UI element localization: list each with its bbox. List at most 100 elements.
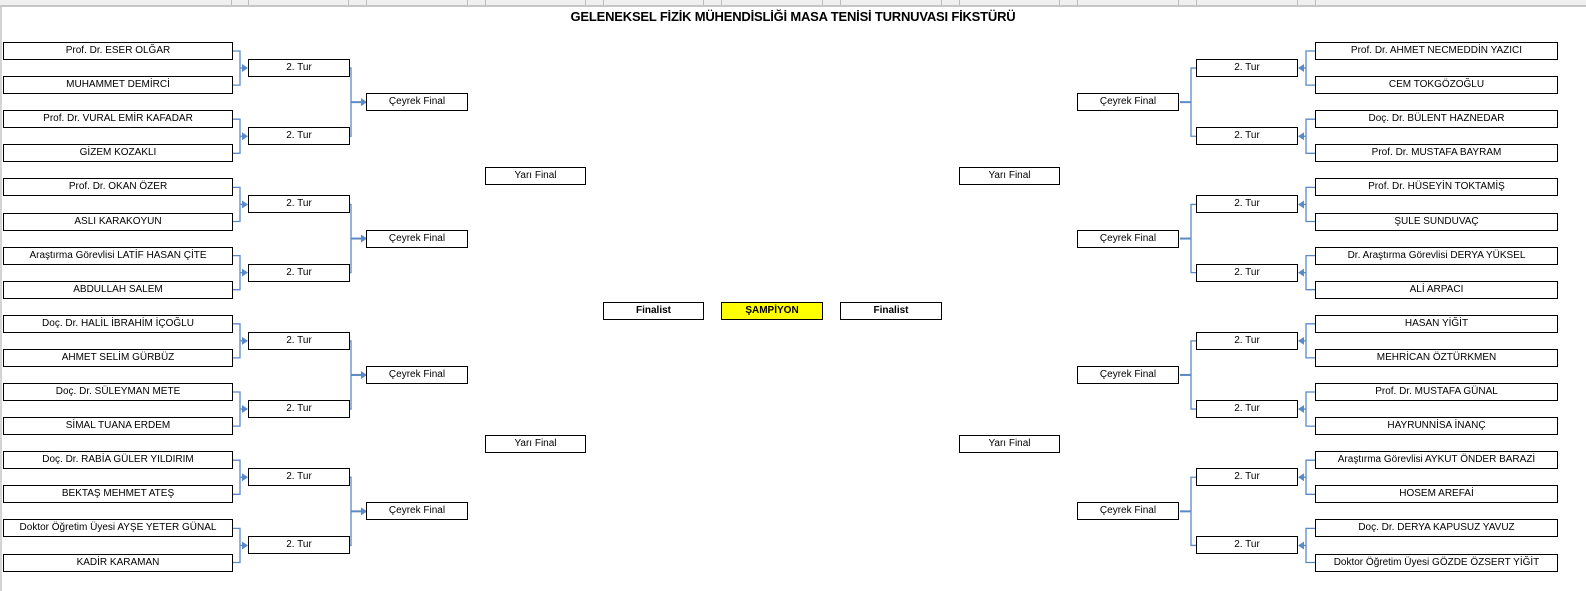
arrow-icon	[1298, 405, 1304, 414]
player-slot-left[interactable]: Prof. Dr. OKAN ÖZER	[3, 178, 233, 197]
semi-final-slot-right[interactable]: Yarı Final	[959, 435, 1060, 453]
arrow-icon	[242, 473, 248, 482]
second-round-slot-left[interactable]: 2. Tur	[248, 127, 350, 146]
player-slot-left[interactable]: Doç. Dr. RABİA GÜLER YILDIRIM	[3, 451, 233, 470]
finalist-slot-right[interactable]: Finalist	[840, 302, 942, 320]
arrow-icon	[242, 268, 248, 277]
second-round-slot-left[interactable]: 2. Tur	[248, 468, 350, 487]
connector-line	[330, 67, 352, 137]
second-round-slot-right[interactable]: 2. Tur	[1196, 127, 1298, 146]
column-separator	[840, 0, 841, 5]
player-slot-left[interactable]: SİMAL TUANA ERDEM	[3, 417, 233, 436]
second-round-slot-right[interactable]: 2. Tur	[1196, 59, 1298, 78]
arrow-icon	[1298, 64, 1304, 73]
column-separator	[1178, 0, 1179, 5]
second-round-slot-left[interactable]: 2. Tur	[248, 536, 350, 555]
quarter-final-slot-right[interactable]: Çeyrek Final	[1077, 229, 1179, 248]
player-slot-left[interactable]: ABDULLAH SALEM	[3, 280, 233, 299]
player-slot-right[interactable]: ALİ ARPACI	[1315, 280, 1558, 299]
player-slot-right[interactable]: Prof. Dr. MUSTAFA GÜNAL	[1315, 383, 1558, 401]
column-separator	[1315, 0, 1316, 5]
arrow-icon	[361, 370, 367, 379]
second-round-slot-left[interactable]: 2. Tur	[248, 263, 350, 282]
player-slot-left[interactable]: Doktor Öğretim Üyesi AYŞE YETER GÜNAL	[3, 519, 233, 538]
quarter-final-slot-right[interactable]: Çeyrek Final	[1077, 93, 1179, 112]
arrow-icon	[1298, 132, 1304, 141]
player-slot-right[interactable]: Dr. Araştırma Görevlisi DERYA YÜKSEL	[1315, 246, 1558, 265]
column-separator	[721, 0, 722, 5]
semi-final-slot-left[interactable]: Yarı Final	[485, 435, 586, 453]
player-slot-left[interactable]: MUHAMMET DEMİRCİ	[3, 76, 233, 95]
connector-line	[1190, 476, 1214, 547]
column-separator	[822, 0, 823, 5]
second-round-slot-left[interactable]: 2. Tur	[248, 195, 350, 214]
column-separator	[485, 0, 486, 5]
column-separator	[1059, 0, 1060, 5]
champion-slot[interactable]: ŞAMPİYON	[721, 302, 823, 320]
player-slot-left[interactable]: Araştırma Görevlisi LATİF HASAN ÇİTE	[3, 246, 233, 265]
player-slot-left[interactable]: GİZEM KOZAKLI	[3, 144, 233, 163]
player-slot-right[interactable]: Doç. Dr. BÜLENT HAZNEDAR	[1315, 110, 1558, 129]
column-separator	[348, 0, 349, 5]
quarter-final-slot-left[interactable]: Çeyrek Final	[366, 93, 468, 112]
column-separator	[585, 0, 586, 5]
connector-line	[1190, 340, 1214, 410]
quarter-final-slot-left[interactable]: Çeyrek Final	[366, 229, 468, 248]
second-round-slot-right[interactable]: 2. Tur	[1196, 468, 1298, 487]
connector-line	[1305, 323, 1315, 359]
connector-line	[330, 203, 352, 274]
player-slot-left[interactable]: Prof. Dr. ESER OLĞAR	[3, 42, 233, 60]
quarter-final-slot-left[interactable]: Çeyrek Final	[366, 502, 468, 521]
player-slot-right[interactable]: Prof. Dr. AHMET NECMEDDİN YAZICI	[1315, 42, 1558, 60]
semi-final-slot-left[interactable]: Yarı Final	[485, 167, 586, 185]
player-slot-right[interactable]: Prof. Dr. HÜSEYİN TOKTAMİŞ	[1315, 178, 1558, 197]
player-slot-right[interactable]: HOSEM AREFAİ	[1315, 485, 1558, 504]
player-slot-right[interactable]: ŞULE SUNDUVAÇ	[1315, 212, 1558, 231]
column-separator	[959, 0, 960, 5]
arrow-icon	[361, 98, 367, 107]
second-round-slot-right[interactable]: 2. Tur	[1196, 536, 1298, 555]
player-slot-right[interactable]: Doktor Öğretim Üyesi GÖZDE ÖZSERT YİĞİT	[1315, 553, 1558, 572]
player-slot-left[interactable]: AHMET SELİM GÜRBÜZ	[3, 348, 233, 367]
second-round-slot-left[interactable]: 2. Tur	[248, 400, 350, 419]
connector-line	[1305, 459, 1315, 495]
player-slot-left[interactable]: ASLI KARAKOYUN	[3, 212, 233, 231]
row-header-edge	[0, 7, 2, 591]
player-slot-left[interactable]: Doç. Dr. HALİL İBRAHİM İÇOĞLU	[3, 314, 233, 333]
second-round-slot-right[interactable]: 2. Tur	[1196, 400, 1298, 419]
arrow-icon	[1298, 200, 1304, 209]
second-round-slot-right[interactable]: 2. Tur	[1196, 331, 1298, 350]
arrow-icon	[361, 234, 367, 243]
player-slot-right[interactable]: Prof. Dr. MUSTAFA BAYRAM	[1315, 144, 1558, 163]
player-slot-right[interactable]: Araştırma Görevlisi AYKUT ÖNDER BARAZİ	[1315, 451, 1558, 470]
connector-line	[330, 476, 352, 547]
quarter-final-slot-right[interactable]: Çeyrek Final	[1077, 502, 1179, 521]
quarter-final-slot-left[interactable]: Çeyrek Final	[366, 365, 468, 384]
column-separator	[1196, 0, 1197, 5]
second-round-slot-left[interactable]: 2. Tur	[248, 331, 350, 350]
player-slot-right[interactable]: HASAN YİĞİT	[1315, 314, 1558, 333]
column-separator	[703, 0, 704, 5]
player-slot-right[interactable]: MEHRİCAN ÖZTÜRKMEN	[1315, 348, 1558, 367]
arrow-icon	[242, 541, 248, 550]
second-round-slot-left[interactable]: 2. Tur	[248, 59, 350, 78]
finalist-slot-left[interactable]: Finalist	[603, 302, 704, 320]
arrow-icon	[1298, 268, 1304, 277]
player-slot-left[interactable]: KADİR KARAMAN	[3, 553, 233, 572]
connector-line	[1305, 254, 1315, 291]
player-slot-left[interactable]: Prof. Dr. VURAL EMİR KAFADAR	[3, 110, 233, 129]
semi-final-slot-right[interactable]: Yarı Final	[959, 167, 1060, 185]
column-header-bar	[0, 0, 1586, 7]
quarter-final-slot-right[interactable]: Çeyrek Final	[1077, 365, 1179, 384]
column-separator	[941, 0, 942, 5]
second-round-slot-right[interactable]: 2. Tur	[1196, 195, 1298, 214]
connector-line	[1190, 67, 1214, 137]
player-slot-right[interactable]: CEM TOKGÖZOĞLU	[1315, 76, 1558, 95]
column-separator	[231, 0, 232, 5]
second-round-slot-right[interactable]: 2. Tur	[1196, 263, 1298, 282]
player-slot-right[interactable]: HAYRUNNİSA İNANÇ	[1315, 417, 1558, 436]
player-slot-left[interactable]: BEKTAŞ MEHMET ATEŞ	[3, 485, 233, 504]
player-slot-right[interactable]: Doç. Dr. DERYA KAPUSUZ YAVUZ	[1315, 519, 1558, 538]
arrow-icon	[242, 405, 248, 414]
player-slot-left[interactable]: Doç. Dr. SÜLEYMAN METE	[3, 383, 233, 401]
